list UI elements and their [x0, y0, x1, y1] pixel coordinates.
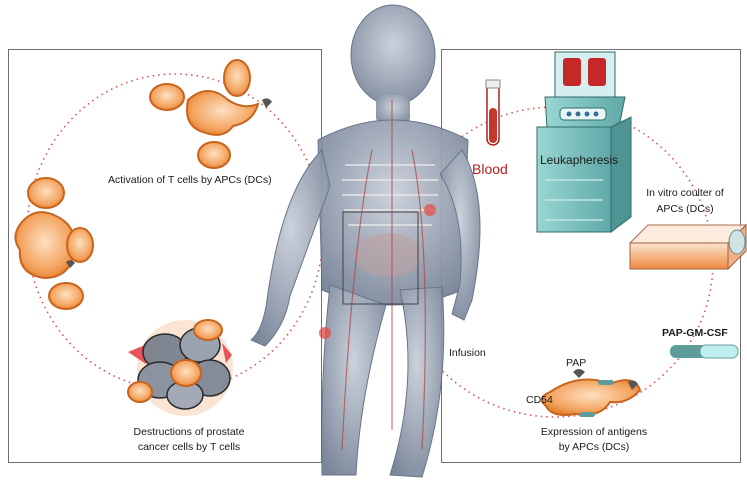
pap-gm-csf-capsule [670, 345, 738, 358]
apc-cell-cluster-left [15, 178, 93, 309]
in-vitro-label-line1: In vitro coulter of [632, 186, 738, 200]
infusion-label: Infusion [449, 346, 486, 360]
destruction-label-line1: Destructions of prostate [110, 425, 268, 439]
apc-cell-cluster-top [150, 60, 272, 168]
blood-tube [486, 80, 500, 145]
human-anatomy-figure [251, 5, 480, 477]
leukapheresis-label: Leukapheresis [540, 152, 618, 168]
cd54-label: CD54 [526, 393, 553, 407]
leukapheresis-machine [537, 52, 631, 232]
pap-label: PAP [566, 356, 586, 370]
expression-label-line1: Expression of antigens [514, 425, 674, 439]
antigen-expressing-apc [542, 369, 640, 417]
blood-label: Blood [472, 160, 508, 179]
t-cell-activation-label: Activation of T cells by APCs (DCs) [108, 173, 268, 187]
destruction-label-line2: cancer cells by T cells [110, 440, 268, 454]
expression-label-line2: by APCs (DCs) [514, 440, 674, 454]
in-vitro-label-line2: APCs (DCs) [632, 202, 738, 216]
tumor-cell-cluster [128, 320, 233, 416]
pap-gm-csf-label: PAP-GM-CSF [662, 326, 728, 340]
culture-flask [630, 225, 746, 269]
